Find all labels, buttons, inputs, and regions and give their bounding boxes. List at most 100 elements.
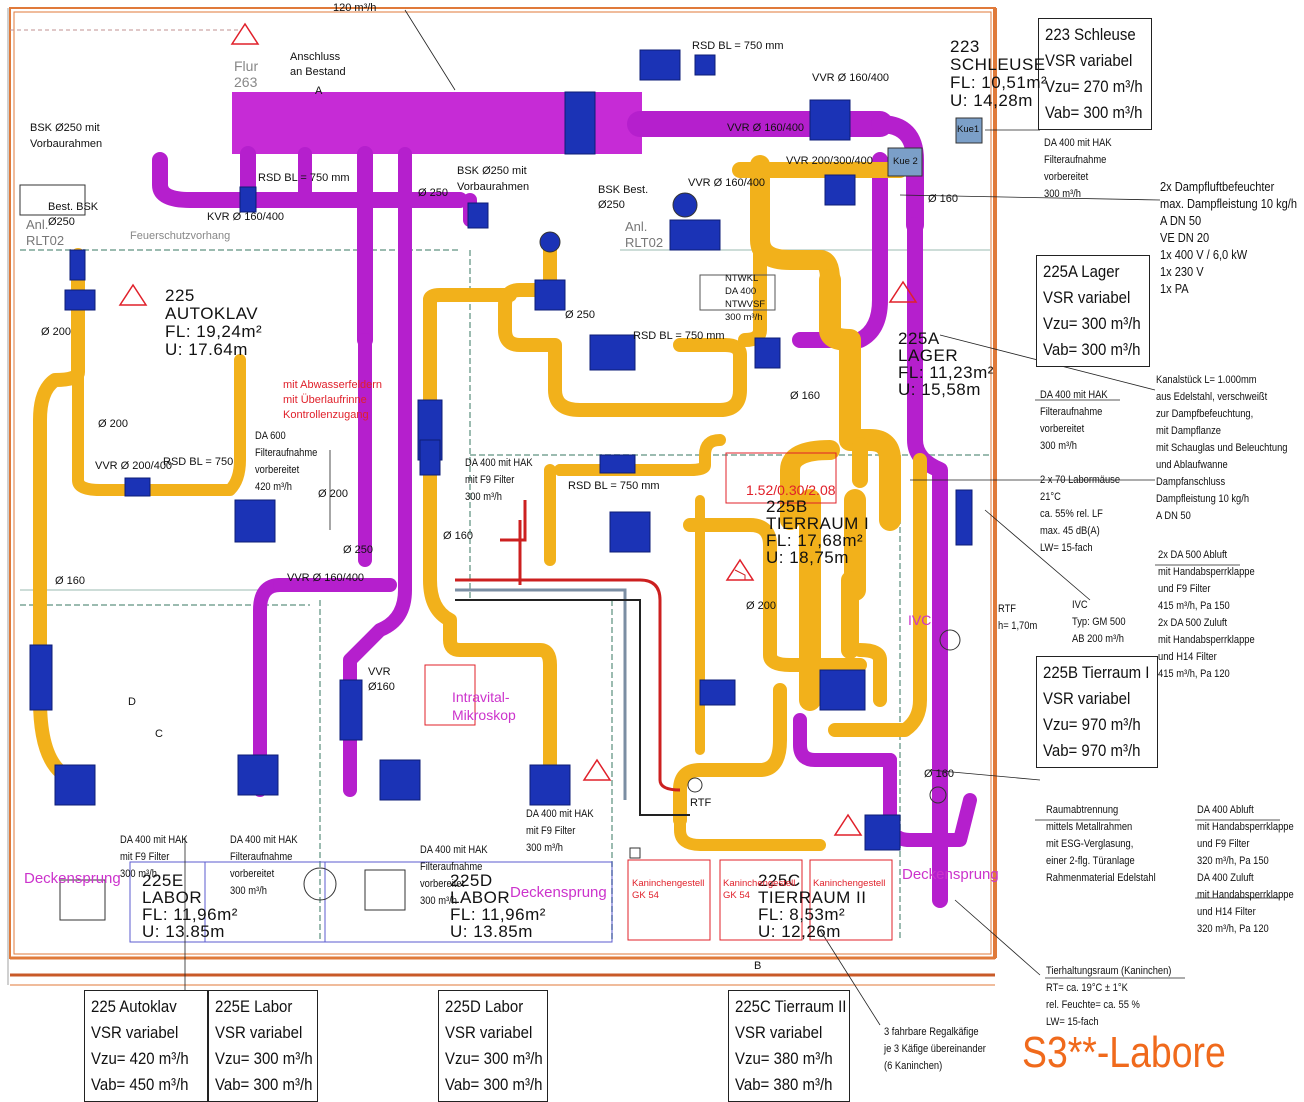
summary-box-225e-labor: 225E Labor VSR variabel Vzu= 300 m³/h Va…: [208, 990, 318, 1102]
label-line: Intravital-: [452, 689, 510, 705]
summary-line: Vab= 300 m³/h: [1045, 103, 1143, 122]
label-line: an Bestand: [290, 66, 346, 78]
room-label-223: 223 SCHLEUSE FL: 10,51m² U: 14,28m: [950, 38, 1047, 110]
note-line: Filteraufnahme: [420, 861, 483, 873]
label-kue2: Kue 2: [893, 156, 918, 167]
note-line: mit F9 Filter: [465, 474, 515, 486]
note-line: RT= ca. 19°C ± 1°K: [1046, 982, 1128, 994]
note-line: max. Dampfleistung 10 kg/h: [1160, 196, 1297, 211]
summary-line: 225C Tierraum II: [735, 997, 847, 1016]
label-line: Ø250: [598, 199, 625, 211]
note-line: DA 600: [255, 430, 286, 442]
note-line: mit Handabsperrklappe: [1197, 821, 1294, 833]
note-da600: DA 600 Filteraufnahme vorbereitet 420 m³…: [255, 428, 317, 496]
note-line: vorbereitet: [255, 464, 300, 476]
note-line: DA 400 mit HAK: [1044, 137, 1112, 149]
note-line: 300 m³/h: [526, 842, 563, 854]
cage-outlines: [424, 452, 893, 941]
note-line: h= 1,70m: [998, 620, 1038, 632]
room-number: 225D: [450, 871, 493, 890]
room-label-225d: 225D LABOR FL: 11,96m² U: 13.85m: [450, 872, 546, 940]
summary-line: 225A Lager: [1043, 262, 1120, 281]
summary-line: 225E Labor: [215, 997, 293, 1016]
note-line: DA 400 mit HAK: [120, 834, 188, 846]
note-line: Rahmenmaterial Edelstahl: [1046, 872, 1156, 884]
note-line: mit ESG-Verglasung,: [1046, 838, 1134, 850]
label-line: GK 54: [632, 890, 659, 901]
note-line: mit Schauglas und Beleuchtung: [1156, 442, 1288, 454]
label-deckensprung-left: Deckensprung: [24, 870, 121, 887]
label-flur: Flur 263: [234, 58, 258, 90]
summary-line: VSR variabel: [1043, 689, 1131, 708]
note-da400-kaninchen: DA 400 mit HAK mit F9 Filter 300 m³/h: [526, 806, 594, 857]
label-d200-b: Ø 200: [318, 488, 348, 500]
building-walls: [7, 7, 997, 986]
label-kue1: Kue1: [957, 124, 980, 135]
note-line: 300 m³/h: [1040, 440, 1077, 452]
note-line: vorbereitet: [420, 878, 465, 890]
note-line: 300 m³/h: [230, 885, 267, 897]
note-line: RTF: [998, 603, 1017, 615]
note-tierhaltungsraum: Tierhaltungsraum (Kaninchen) RT= ca. 19°…: [1046, 963, 1171, 1031]
note-line: mit Dampflanze: [1156, 425, 1221, 437]
label-line: Mikroskop: [452, 707, 516, 723]
summary-line: 225D Labor: [445, 997, 524, 1016]
room-perimeter: U: 14,28m: [950, 91, 1033, 110]
label-vvr-160-400-top: VVR Ø 160/400: [812, 72, 890, 84]
label-line: BSK Ø250 mit: [30, 122, 100, 134]
summary-line: 225 Autoklav: [91, 997, 177, 1016]
summary-line: Vzu= 380 m³/h: [735, 1049, 833, 1068]
label-line: Anl.: [26, 217, 49, 232]
summary-line: Vab= 380 m³/h: [735, 1075, 833, 1094]
note-line: A DN 50: [1160, 213, 1202, 228]
note-line: DA 400 mit HAK: [465, 457, 533, 469]
note-line: 1x 400 V / 6,0 kW: [1160, 247, 1248, 262]
note-line: mit F9 Filter: [526, 825, 576, 837]
label-ntw: NTWKL DA 400 NTWVSF 300 m³/h: [725, 272, 765, 324]
label-line: 300 m³/h: [725, 312, 763, 323]
room-area: FL: 8,53m²: [758, 905, 846, 924]
label-kaninchengestell-2: Kaninchengestell GK 54: [723, 878, 795, 902]
note-da400-f9-mid: DA 400 mit HAK mit F9 Filter 300 m³/h: [465, 455, 533, 506]
label-rsd-autoklav: RSD BL = 750: [163, 456, 234, 468]
label-vvr-160: VVR Ø160: [368, 665, 395, 695]
label-intravital-mikroskop: Intravital- Mikroskop: [452, 688, 516, 724]
note-line: 2 x 70 Labormäuse: [1040, 474, 1121, 486]
note-line: LW= 15-fach: [1046, 1016, 1099, 1028]
note-line: je 3 Käfige übereinander: [884, 1043, 986, 1055]
label-line: BSK Ø250 mit: [457, 165, 527, 177]
room-perimeter: U: 12,26m: [758, 922, 841, 941]
room-label-225: 225 AUTOKLAV FL: 19,24m² U: 17.64m: [165, 287, 262, 359]
note-line: und H14 Filter: [1197, 906, 1256, 918]
room-area: FL: 10,51m²: [950, 73, 1048, 92]
room-area: FL: 19,24m²: [165, 322, 263, 341]
summary-box-225b-tierraum-1: 225B Tierraum I VSR variabel Vzu= 970 m³…: [1036, 656, 1158, 768]
label-line: Kaninchengestell: [632, 878, 705, 889]
label-line: 263: [234, 74, 258, 90]
note-labormaeuse: 2 x 70 Labormäuse 21°C ca. 55% rel. LF m…: [1040, 472, 1120, 557]
label-kvr: KVR Ø 160/400: [207, 211, 285, 223]
label-line: Anl.: [625, 219, 648, 234]
summary-box-225d-labor: 225D Labor VSR variabel Vzu= 300 m³/h Va…: [438, 990, 548, 1102]
summary-line: Vab= 450 m³/h: [91, 1075, 189, 1094]
label-feuerschutzvorhang: Feuerschutzvorhang: [130, 230, 231, 242]
note-line: Tierhaltungsraum (Kaninchen): [1046, 965, 1172, 977]
room-perimeter: U: 17.64m: [165, 340, 248, 359]
label-d200-a: Ø 200: [98, 418, 128, 430]
label-ivc-vertical: IVC: [908, 612, 932, 628]
label-rtf-mid: RTF: [690, 797, 712, 809]
note-line: und F9 Filter: [1197, 838, 1250, 850]
room-number: 225: [165, 286, 195, 305]
summary-line: Vzu= 300 m³/h: [1043, 314, 1141, 333]
summary-line: 225B Tierraum I: [1043, 663, 1150, 682]
note-line: 2x DA 500 Zuluft: [1158, 617, 1228, 629]
note-line: Filteraufnahme: [255, 447, 318, 459]
room-name: LABOR: [142, 888, 203, 907]
note-da400-labor-mid: DA 400 mit HAK Filteraufnahme vorbereite…: [230, 832, 298, 900]
note-line: mit F9 Filter: [120, 851, 170, 863]
label-d250-b: Ø 250: [565, 309, 595, 321]
label-bsk-best-mid: BSK Best. Ø250: [598, 183, 648, 213]
label-bsk-vorbaurahmen-mid: BSK Ø250 mit Vorbaurahmen: [457, 163, 529, 195]
note-regalkaefige: 3 fahrbare Regalkäfige je 3 Käfige übere…: [884, 1024, 986, 1075]
